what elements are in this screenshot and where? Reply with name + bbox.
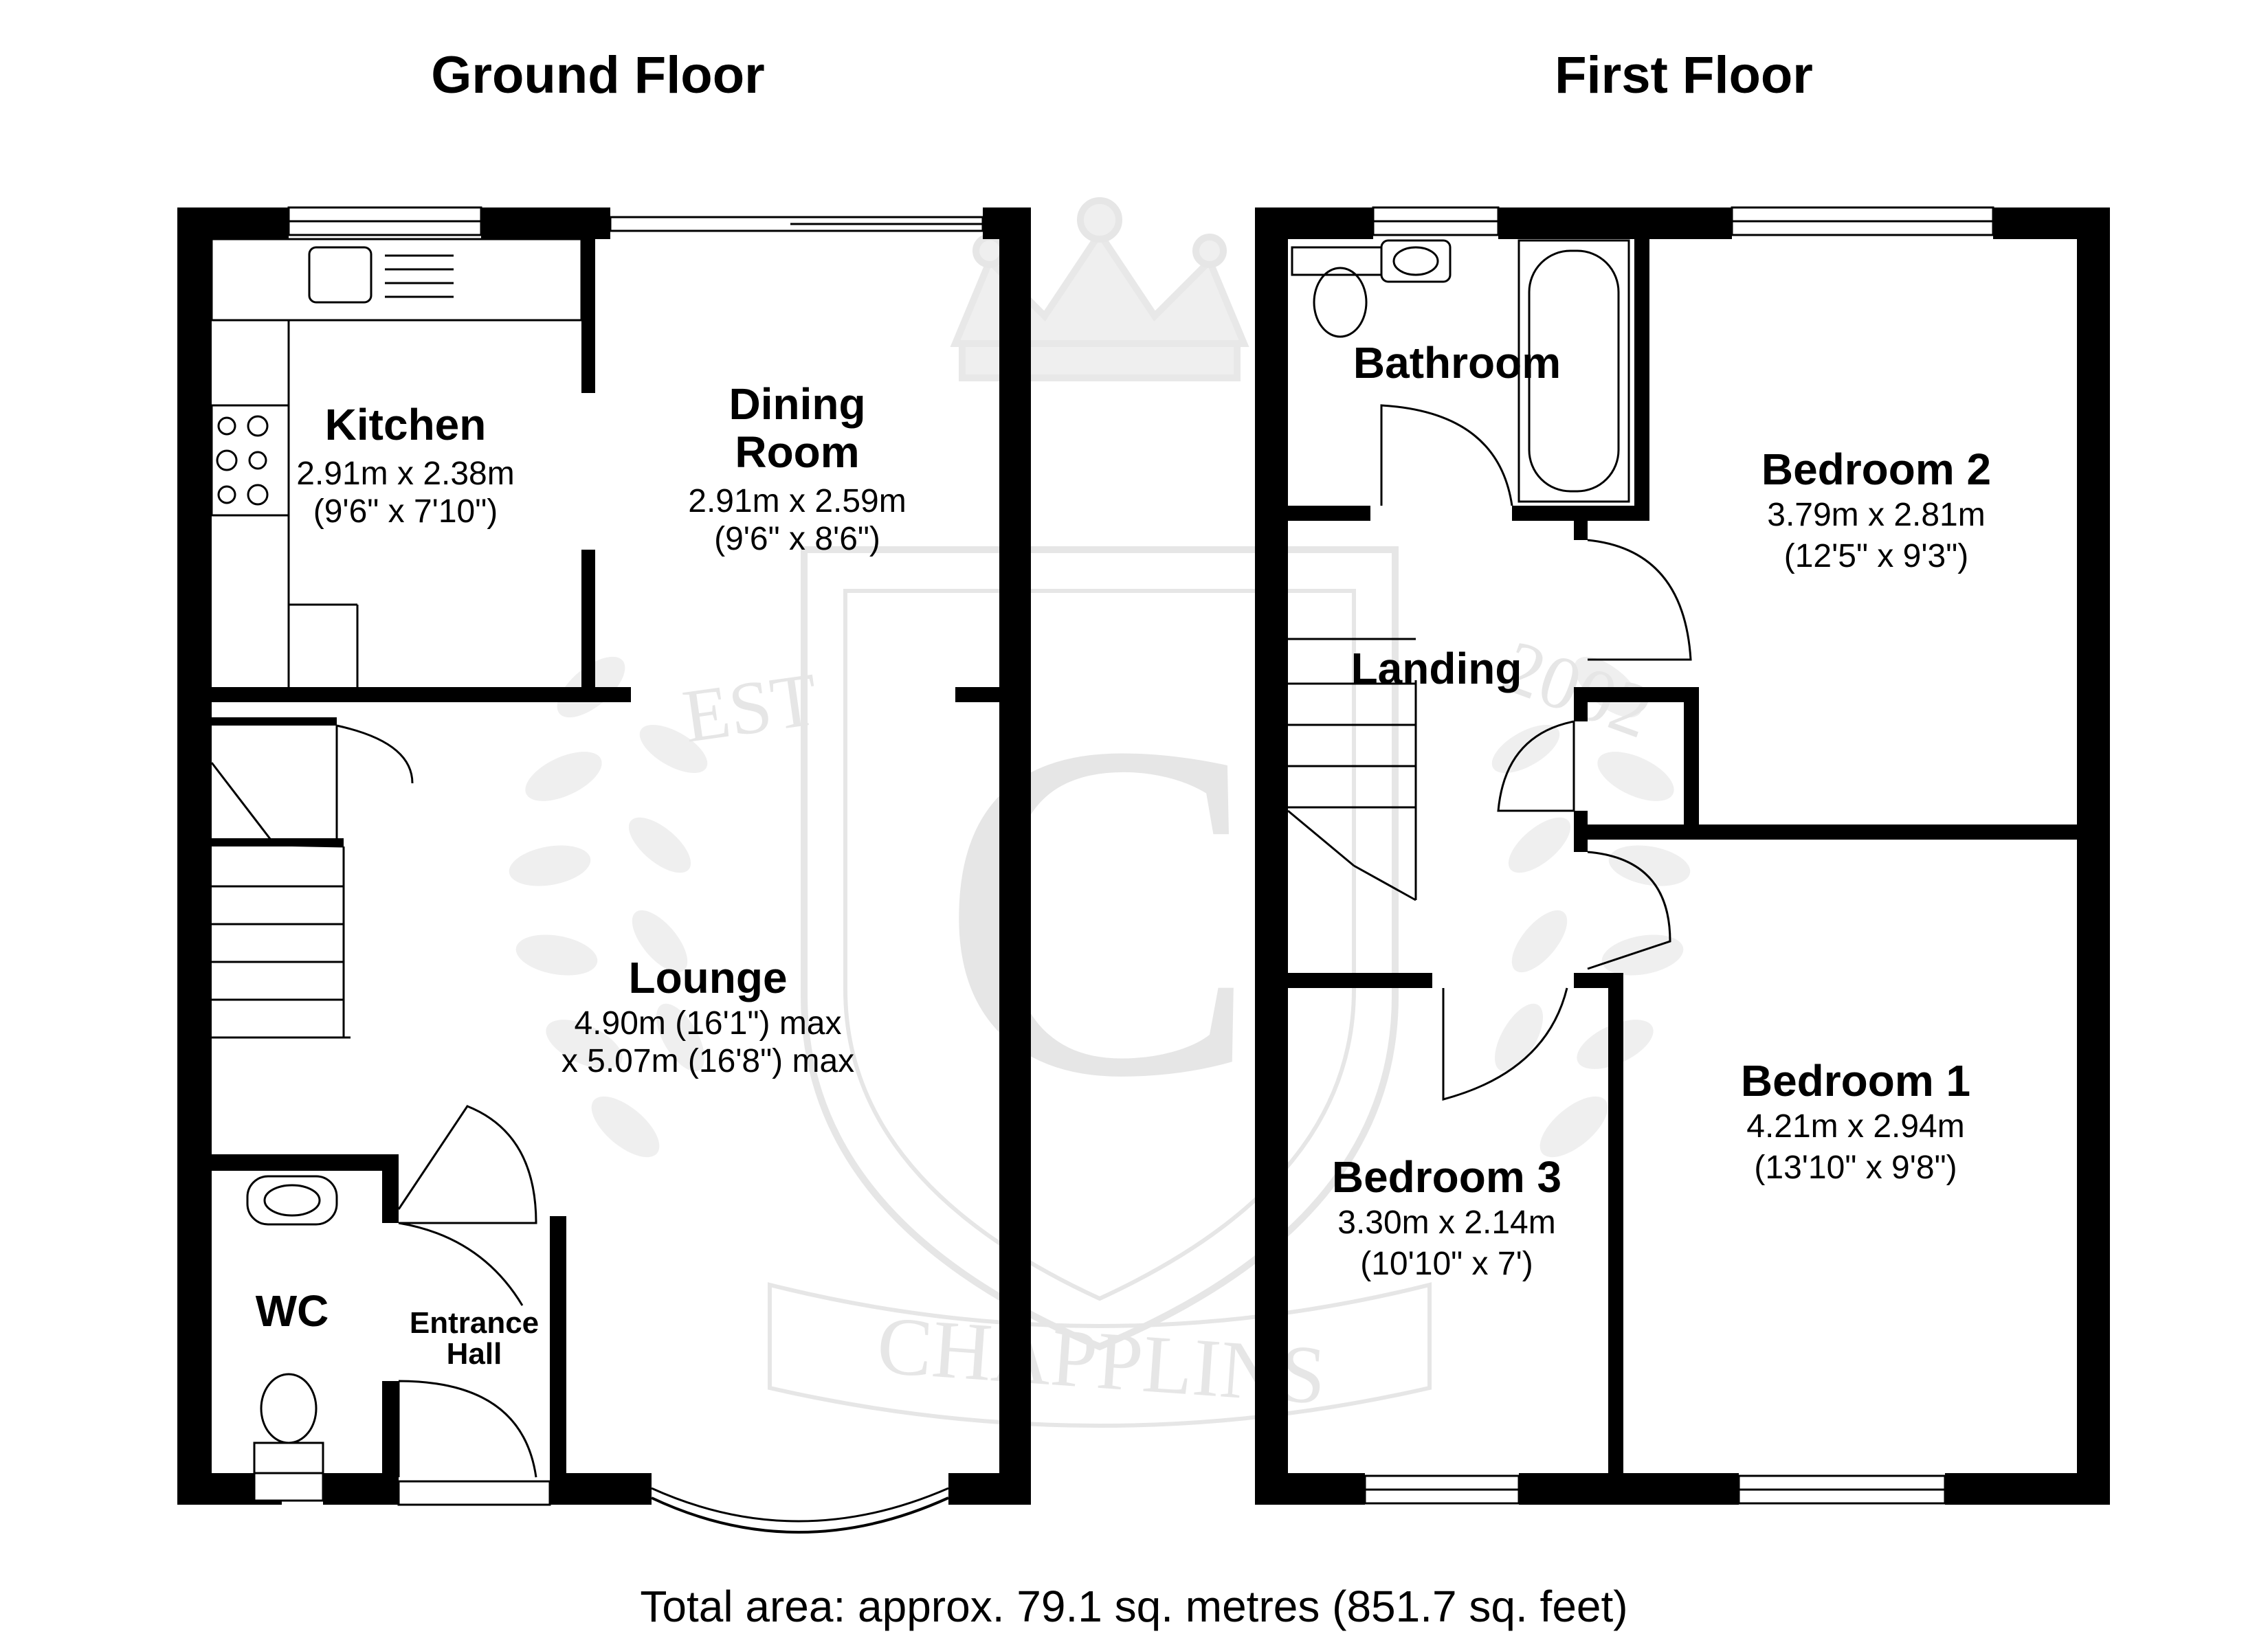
front-door-frame [397, 1480, 551, 1506]
first-floor-plan: Bathroom Landing Bedroom 2 3.79m x 2.81m… [1255, 206, 2110, 1505]
hob-icon [210, 404, 290, 517]
watermark-est: EST [678, 657, 823, 759]
total-area: Total area: approx. 79.1 sq. metres (851… [640, 1582, 1627, 1631]
bathroom-name: Bathroom [1353, 338, 1561, 388]
bathroom-toilet-icon [1313, 267, 1368, 338]
laurel-left-icon [509, 656, 708, 1158]
wc-basin-icon [246, 1175, 338, 1226]
bathroom-basin-icon [1380, 239, 1452, 283]
wc-fittings [246, 1175, 338, 1474]
first-floor-walls [1255, 207, 2110, 1505]
kitchen-sink-icon [308, 246, 373, 304]
first-floor-windows [1364, 206, 1994, 1505]
bedroom-3-door [1442, 987, 1568, 1101]
bedroom-2-name: Bedroom 2 [1761, 445, 1991, 494]
bay-window [651, 1496, 949, 1534]
first-floor-heading: First Floor [1555, 46, 1813, 104]
entrance-hall-name-line2: Hall [447, 1337, 502, 1371]
kitchen-fittings [210, 238, 583, 687]
lounge-line2: x 5.07m (16'8") max [562, 1043, 854, 1079]
wc-door [397, 1105, 537, 1224]
ground-floor-heading: Ground Floor [431, 46, 764, 104]
entrance-door [397, 1380, 537, 1478]
bedroom-3-metric: 3.30m x 2.14m [1337, 1204, 1555, 1241]
dining-room-imperial: (9'6" x 8'6") [714, 521, 880, 557]
dining-room-name-line2: Room [735, 427, 859, 477]
entrance-hall-name-line1: Entrance [410, 1306, 539, 1340]
ground-floor-stairs [210, 762, 351, 1039]
cupboard-door [335, 724, 414, 838]
ground-floor-plan: Kitchen 2.91m x 2.38m (9'6" x 7'10") Din… [177, 206, 1031, 1534]
landing-name: Landing [1351, 644, 1522, 693]
landing-cupboard-door [1497, 720, 1575, 812]
kitchen-imperial: (9'6" x 7'10") [313, 493, 498, 530]
lounge-name: Lounge [628, 953, 787, 1002]
lounge-line1: 4.90m (16'1") max [574, 1005, 841, 1042]
bathroom-fittings [1291, 239, 1630, 503]
watermark-initial: C [940, 644, 1260, 1176]
bedroom-2-metric: 3.79m x 2.81m [1767, 497, 1985, 533]
bathroom-door [1380, 404, 1513, 506]
shield-outline [801, 546, 1399, 1351]
bedroom-3-imperial: (10'10" x 7') [1360, 1246, 1533, 1282]
bedroom-2-imperial: (12'5" x 9'3") [1784, 538, 1969, 574]
ground-floor-walls [177, 207, 1031, 1505]
bedroom-1-metric: 4.21m x 2.94m [1746, 1108, 1964, 1145]
shield-inner-outline [843, 589, 1356, 1301]
drainer-icon [385, 254, 454, 298]
bath-icon [1517, 239, 1630, 503]
toilet-icon [260, 1373, 318, 1444]
first-floor-stairs [1287, 638, 1417, 901]
kitchen-metric: 2.91m x 2.38m [296, 456, 514, 492]
ground-floor-doors [335, 724, 537, 1478]
watermark: EST 2002 C CHAPPLINS [509, 197, 1691, 1428]
dining-room-metric: 2.91m x 2.59m [688, 483, 906, 519]
wc-name: WC [256, 1286, 329, 1336]
dining-room-name-line1: Dining [729, 379, 865, 429]
bedroom-1-door [1587, 851, 1671, 970]
hall-door [398, 1222, 524, 1306]
ribbon-banner [768, 1282, 1432, 1428]
bedroom-1-imperial: (13'10" x 9'8") [1754, 1149, 1957, 1186]
first-floor-doors [1380, 404, 1692, 1101]
wc-window [253, 1472, 324, 1502]
bedroom-1-name: Bedroom 1 [1741, 1056, 1970, 1106]
bedroom-3-name: Bedroom 3 [1332, 1152, 1561, 1202]
ground-floor-windows [253, 206, 984, 1506]
kitchen-counter-top [210, 238, 583, 322]
bedroom-2-door [1587, 539, 1692, 661]
kitchen-name: Kitchen [325, 400, 487, 449]
